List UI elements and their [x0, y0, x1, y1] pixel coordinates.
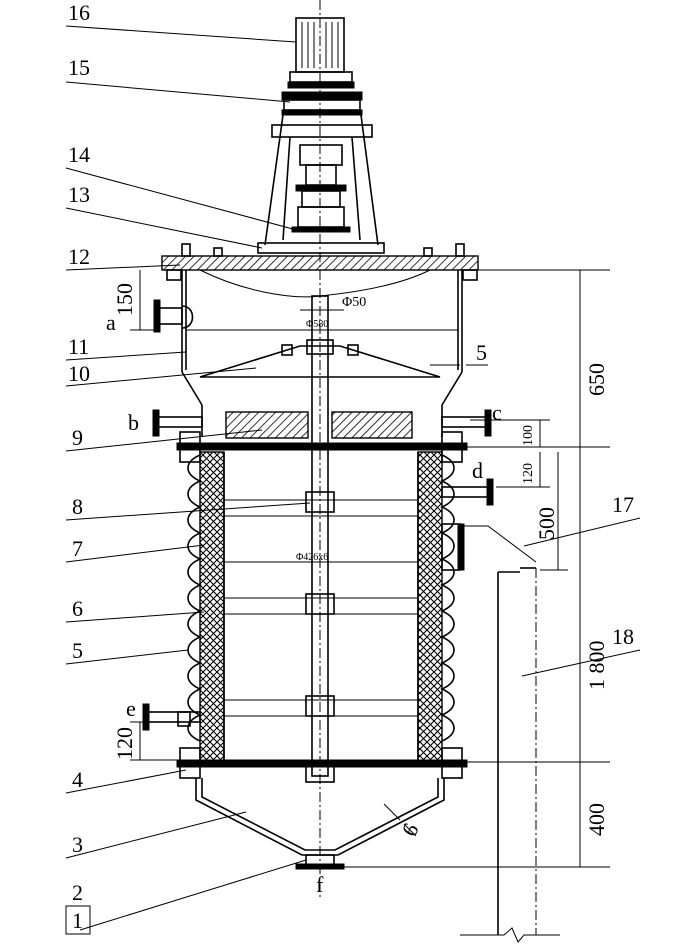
part-number-16: 16: [68, 0, 90, 25]
part-number-11: 11: [68, 334, 89, 359]
motor: [287, 17, 355, 89]
part-number-15: 15: [68, 55, 90, 80]
nozzle-label-a: a: [106, 310, 116, 335]
leader-lines: [65, 25, 641, 935]
part-number-3: 3: [72, 832, 83, 857]
dim-150: 150: [112, 283, 137, 316]
part-number-14: 14: [68, 142, 90, 167]
side-port: [441, 523, 537, 571]
bottom-flange: [176, 747, 468, 779]
part-number-13: 13: [68, 182, 90, 207]
agitator-shaft: [305, 295, 335, 783]
top-cover-flange: [161, 243, 479, 298]
dim-120-top: 120: [521, 463, 536, 484]
nozzle-label-c: c: [492, 400, 502, 425]
dim-phi580: Φ580: [306, 319, 328, 330]
dim-phi50: Φ50: [342, 295, 366, 310]
dim-100: 100: [521, 425, 536, 446]
distributor-cone: [199, 344, 441, 378]
part-number-9: 9: [72, 425, 83, 450]
part-number-8: 8: [72, 494, 83, 519]
nozzle-d: [441, 478, 494, 506]
dim-wall-top: 5: [476, 340, 487, 365]
dim-120-bottom: 120: [112, 727, 137, 760]
dimension-lines: [130, 269, 610, 868]
internal-lines: [224, 499, 418, 717]
part-number-6: 6: [72, 596, 83, 621]
down-pipe: [460, 567, 560, 943]
nozzle-label-d: d: [472, 458, 483, 483]
part-number-18: 18: [612, 624, 634, 649]
part-number-2: 2: [72, 880, 83, 905]
part-number-17: 17: [612, 492, 634, 517]
main-shell: [199, 451, 443, 763]
part-number-4: 4: [72, 767, 83, 792]
nozzle-b: [152, 409, 203, 437]
nozzle-e: [142, 703, 201, 731]
bottom-cone: [195, 778, 445, 870]
dim-shaft: Φ426x6: [296, 552, 328, 563]
dim-wall-bottom: 6: [396, 819, 423, 840]
part-number-7: 7: [72, 536, 83, 561]
part-number-12: 12: [68, 244, 90, 269]
dim-400: 400: [584, 803, 609, 836]
part-number-10: 10: [68, 361, 90, 386]
part-number-1: 1: [72, 908, 83, 933]
stirrer-support-frame: [257, 114, 385, 254]
part-number-5: 5: [72, 638, 83, 663]
dim-650: 650: [584, 363, 609, 396]
reducer: [281, 91, 363, 116]
nozzle-label-e: e: [126, 696, 136, 721]
nozzle-label-f: f: [316, 872, 324, 897]
dim-1800: 1 800: [584, 641, 609, 691]
nozzle-label-b: b: [128, 410, 139, 435]
heating-block: [225, 411, 413, 439]
nozzle-a: [153, 299, 194, 333]
dim-500: 500: [534, 507, 559, 540]
jacket-coils: [187, 454, 455, 742]
nozzle-c: [441, 409, 492, 437]
